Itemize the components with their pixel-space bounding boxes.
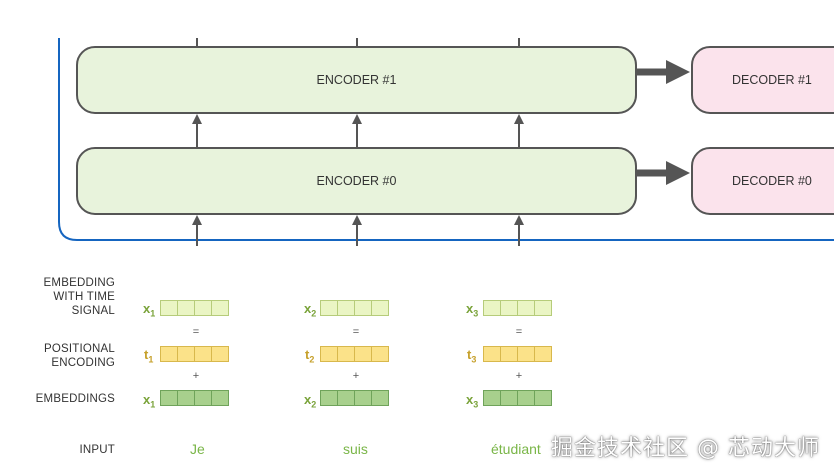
x3-symbol: x3 xyxy=(466,392,479,410)
embedding-vector-3 xyxy=(483,390,552,406)
encoder-1-label: ENCODER #1 xyxy=(316,73,397,87)
decoder-0-label: DECODER #0 xyxy=(732,174,812,188)
plus-op-2: + xyxy=(352,370,360,382)
watermark: 掘金技术社区 @ 芯动大师 xyxy=(551,436,820,461)
positional-vector-3 xyxy=(483,346,552,362)
arrows-enc0-to-enc1 xyxy=(192,114,524,148)
x2-time-symbol: x2 xyxy=(304,301,317,319)
t2-symbol: t2 xyxy=(305,347,315,365)
input-word-1: Je xyxy=(190,441,205,457)
decoder-1-label: DECODER #1 xyxy=(732,73,812,87)
encoder-0-label: ENCODER #0 xyxy=(316,174,397,188)
positional-vector-2 xyxy=(320,346,389,362)
plus-op-3: + xyxy=(515,370,523,382)
label-line: SIGNAL xyxy=(71,305,115,317)
plus-op-1: + xyxy=(192,370,200,382)
label-line: POSITIONAL xyxy=(43,343,115,355)
enc0-to-dec0-arrow-head xyxy=(666,161,690,185)
embedding-vector-1 xyxy=(160,390,229,406)
label-embeddings: EMBEDDINGS xyxy=(35,393,115,405)
x1-symbol: x1 xyxy=(143,392,156,410)
decoder-0-box xyxy=(691,147,834,215)
equals-op-1: = xyxy=(192,326,200,338)
arrows-input-to-enc0 xyxy=(192,215,524,246)
x1-time-symbol: x1 xyxy=(143,301,156,319)
equals-op-3: = xyxy=(515,326,523,338)
embedding-time-vector-2 xyxy=(320,300,389,316)
x3-time-symbol: x3 xyxy=(466,301,479,319)
embedding-time-vector-1 xyxy=(160,300,229,316)
input-word-2: suis xyxy=(343,441,368,457)
label-input: INPUT xyxy=(79,444,115,456)
input-word-3: étudiant xyxy=(491,441,541,457)
embedding-vector-2 xyxy=(320,390,389,406)
x2-symbol: x2 xyxy=(304,392,317,410)
encoder-stack-outline xyxy=(58,38,834,241)
t1-symbol: t1 xyxy=(144,347,154,365)
encoder-1-box xyxy=(76,46,637,114)
label-line: WITH TIME xyxy=(53,291,115,303)
t3-symbol: t3 xyxy=(467,347,477,365)
label-positional-encoding: POSITIONAL ENCODING xyxy=(20,342,115,370)
equals-op-2: = xyxy=(352,326,360,338)
enc1-to-dec1-arrow-head xyxy=(666,60,690,84)
embedding-time-vector-3 xyxy=(483,300,552,316)
label-line: ENCODING xyxy=(51,357,115,369)
decoder-1-box xyxy=(691,46,834,114)
label-line: EMBEDDING xyxy=(43,277,115,289)
positional-vector-1 xyxy=(160,346,229,362)
label-embedding-time-signal: EMBEDDING WITH TIME SIGNAL xyxy=(20,276,115,318)
